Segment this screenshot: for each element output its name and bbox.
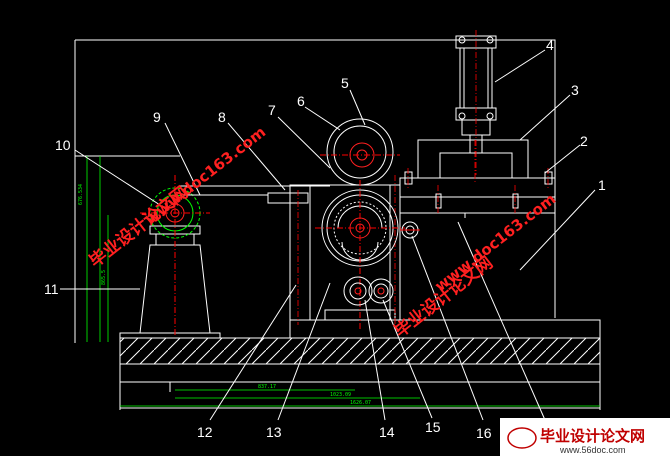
part-label-2: 2 xyxy=(580,133,588,149)
part-label-11: 11 xyxy=(44,281,59,297)
roller-frame xyxy=(267,184,401,321)
main-roll xyxy=(315,180,405,330)
part-label-16: 16 xyxy=(476,425,492,441)
site-logo: 毕业设计论文网 www.56doc.com xyxy=(500,418,670,456)
lower-gears xyxy=(343,276,394,306)
dimension-lines xyxy=(86,156,600,407)
guide-roll xyxy=(400,221,420,239)
part-label-9: 9 xyxy=(153,109,161,125)
watermark-cn-right: 毕业设计论文网 xyxy=(390,252,497,342)
part-label-4: 4 xyxy=(546,37,554,53)
logo-title: 毕业设计论文网 xyxy=(540,427,645,445)
top-roll xyxy=(320,118,400,186)
web-lines xyxy=(180,185,555,198)
dim-horizontal-1: 837.17 xyxy=(258,384,276,390)
part-label-13: 13 xyxy=(266,424,282,440)
dim-vertical-overall: 676.534 xyxy=(78,184,84,205)
watermark-cn-left: 毕业设计论文网 xyxy=(85,182,192,272)
part-label-1: 1 xyxy=(598,177,606,193)
unwind-roll xyxy=(140,175,210,335)
part-label-5: 5 xyxy=(341,75,349,91)
ground-base xyxy=(119,319,601,383)
leader-lines xyxy=(60,49,596,421)
press-bolts xyxy=(404,171,553,209)
part-label-3: 3 xyxy=(571,82,579,98)
part-label-10: 10 xyxy=(55,137,71,153)
part-label-7: 7 xyxy=(268,102,276,118)
dim-horizontal-overall: 1626.07 xyxy=(350,400,371,406)
part-label-14: 14 xyxy=(379,424,395,440)
dim-vertical-inner: 865.5 xyxy=(101,270,107,285)
part-label-15: 15 xyxy=(425,419,441,435)
center-lines-frame xyxy=(297,175,396,325)
dim-horizontal-2: 1023.09 xyxy=(330,392,351,398)
logo-url: www.56doc.com xyxy=(559,445,626,455)
part-numbers: 1 2 3 4 5 6 7 8 9 10 11 12 13 14 15 16 xyxy=(44,37,606,441)
press-center-lines xyxy=(407,140,549,215)
part-label-12: 12 xyxy=(197,424,213,440)
part-label-8: 8 xyxy=(218,109,226,125)
part-label-6: 6 xyxy=(297,93,305,109)
